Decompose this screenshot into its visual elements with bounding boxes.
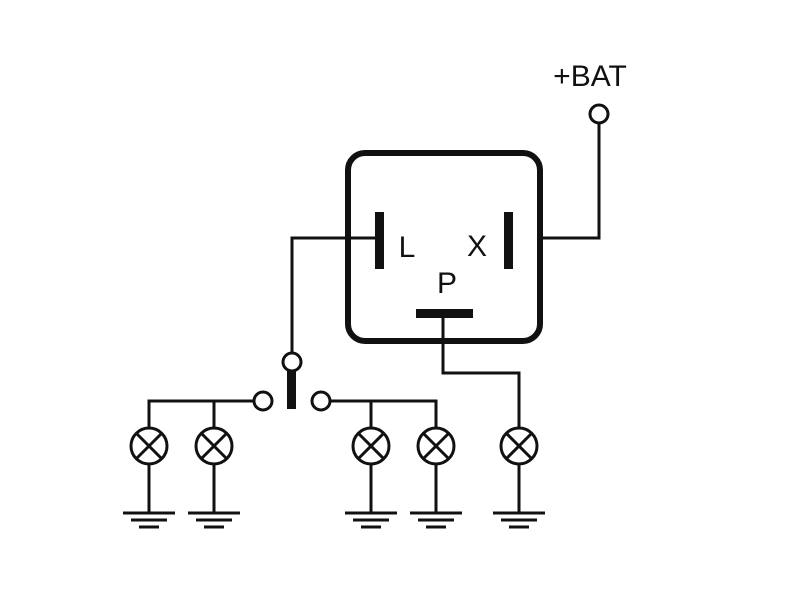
bat-wire	[537, 123, 601, 240]
lamp-icon	[129, 426, 169, 466]
pin-x-label: X	[467, 230, 487, 263]
flasher-relay: L X P	[345, 150, 543, 344]
pin-l-label: L	[399, 231, 416, 264]
indicator-lamps	[129, 426, 539, 466]
ground-icon	[123, 511, 175, 529]
bat-terminal-circle	[588, 103, 610, 125]
switch-right-terminal	[310, 390, 332, 412]
switch-left-terminal	[252, 390, 274, 412]
ground-icon	[493, 511, 545, 529]
pin-l-bar	[375, 212, 384, 269]
ground-icon	[410, 511, 462, 529]
pin-x-bar	[504, 212, 513, 269]
right-bus-wire	[330, 399, 438, 428]
ground-symbols	[123, 511, 545, 529]
lamp-icon	[416, 426, 456, 466]
pin-p-label: P	[437, 267, 457, 300]
p-wire	[441, 318, 521, 428]
ground-icon	[345, 511, 397, 529]
switch-common-terminal	[281, 351, 303, 373]
supply-terminal	[537, 103, 610, 240]
left-bus-wire	[147, 399, 254, 428]
supply-label: +BAT	[553, 60, 627, 93]
changeover-switch	[252, 351, 332, 412]
l-wire	[290, 236, 375, 355]
pin-p-bar	[416, 309, 473, 318]
switch-lever	[287, 371, 296, 409]
wires	[147, 236, 521, 512]
ground-icon	[188, 511, 240, 529]
lamp-icon	[499, 426, 539, 466]
lamp-icon	[351, 426, 391, 466]
lamp-icon	[194, 426, 234, 466]
